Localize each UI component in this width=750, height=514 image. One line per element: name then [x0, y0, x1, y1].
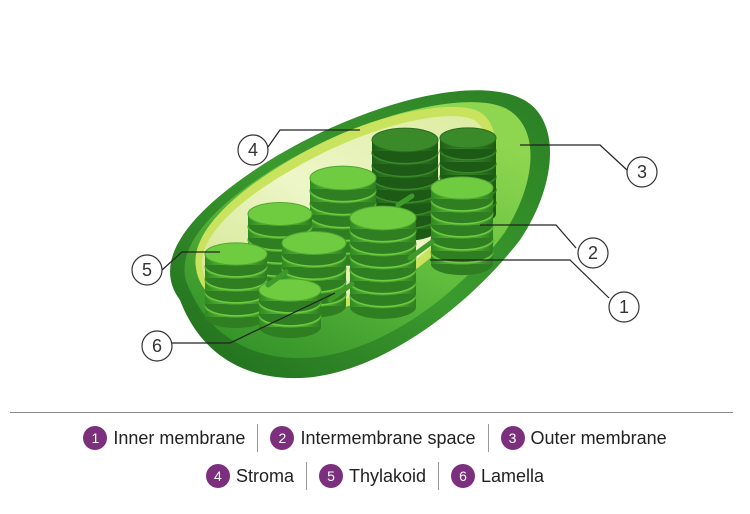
thylakoid-disc-top [247, 201, 313, 227]
legend-row-2: 4 Stroma 5 Thylakoid 6 Lamella [0, 462, 750, 490]
callout-5: 5 [131, 254, 163, 286]
callout-3-number: 3 [637, 162, 647, 182]
legend-badge-5: 5 [318, 464, 343, 488]
legend-item-lamella: 6 Lamella [451, 464, 544, 488]
legend-item-intermembrane-space: 2 Intermembrane space [270, 426, 476, 450]
legend-item-thylakoid: 5 Thylakoid [318, 464, 427, 488]
thylakoid-disc-top [309, 165, 377, 191]
callout-3: 3 [626, 156, 658, 188]
legend-badge-1: 1 [83, 426, 108, 450]
legend-row-1: 1 Inner membrane 2 Intermembrane space 3… [0, 424, 750, 452]
granum-stack [204, 242, 268, 329]
legend-label-1: Inner membrane [113, 427, 246, 448]
granum-stack [430, 176, 494, 276]
callout-4-number: 4 [248, 140, 258, 160]
legend-separator [487, 424, 489, 452]
thylakoid-disc-top [258, 278, 322, 302]
legend-badge-2: 2 [270, 426, 295, 450]
callout-6-number: 6 [152, 336, 162, 356]
legend-badge-4: 4 [205, 464, 230, 488]
lamella [265, 193, 435, 303]
callout-6: 6 [141, 330, 173, 362]
legend-separator [305, 462, 307, 490]
thylakoid-disc-top [349, 205, 417, 231]
thylakoid-disc-top [439, 127, 497, 149]
thylakoid-stacks [204, 127, 497, 339]
callout-lines [161, 129, 628, 344]
callout-1: 1 [608, 291, 640, 323]
chloroplast-diagram: 4 3 2 1 5 6 [131, 90, 658, 379]
legend-label-5: Thylakoid [348, 465, 427, 486]
legend-item-stroma: 4 Stroma [205, 464, 294, 488]
callout-2-number: 2 [588, 243, 598, 263]
legend-label-2: Intermembrane space [300, 427, 476, 448]
legend-badge-6: 6 [451, 464, 476, 488]
callout-5-number: 5 [142, 260, 152, 280]
legend-item-outer-membrane: 3 Outer membrane [500, 426, 667, 450]
legend-separator [257, 424, 259, 452]
legend-badge-3: 3 [500, 426, 525, 450]
callout-2: 2 [577, 237, 609, 269]
thylakoid-disc-top [371, 127, 439, 153]
legend-label-3: Outer membrane [530, 427, 667, 448]
thylakoid-disc-top [281, 230, 347, 256]
thylakoid-disc-top [430, 176, 494, 200]
callouts: 4 3 2 1 5 6 [131, 134, 658, 362]
legend-label-6: Lamella [481, 465, 545, 486]
legend-divider [10, 412, 733, 413]
legend-label-4: Stroma [235, 465, 294, 486]
legend-item-inner-membrane: 1 Inner membrane [83, 426, 245, 450]
thylakoid-disc-top [204, 242, 268, 266]
legend-separator [438, 462, 440, 490]
granum-stack [349, 205, 417, 319]
granum-stack [258, 278, 322, 339]
callout-1-number: 1 [619, 297, 629, 317]
callout-4: 4 [237, 134, 269, 166]
